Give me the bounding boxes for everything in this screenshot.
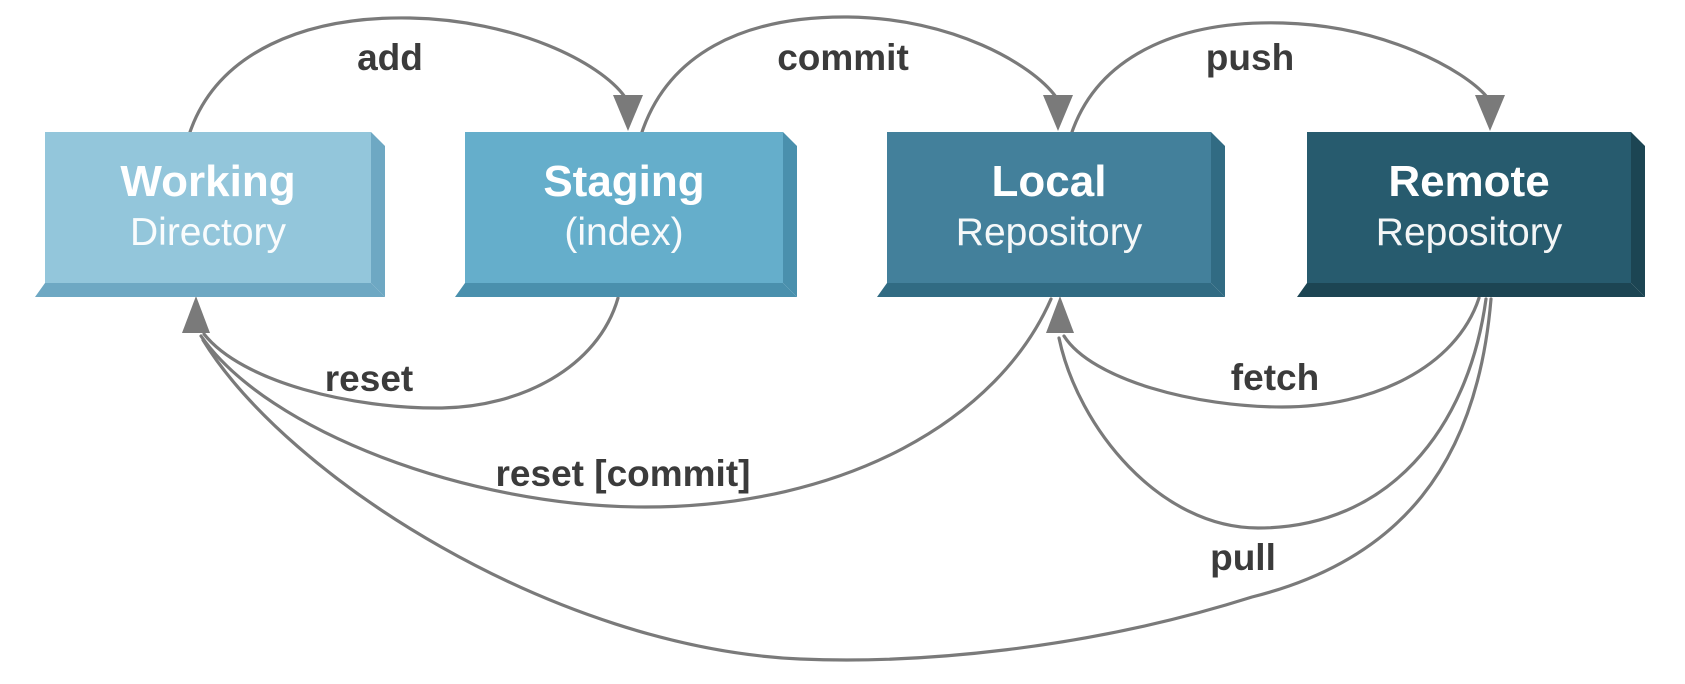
remote-repository-subtitle: Repository — [1376, 211, 1563, 254]
arrowhead-into-local-bottom — [1046, 296, 1074, 333]
staging-box-side — [783, 132, 797, 297]
remote-repository-box-side — [1631, 132, 1645, 297]
local-repository-box: Local Repository — [877, 132, 1225, 297]
local-repository-box-face — [887, 132, 1211, 283]
working-directory-box-bottom — [35, 283, 385, 297]
remote-repository-title: Remote — [1388, 157, 1549, 206]
working-directory-box-side — [371, 132, 385, 297]
push-arrow-curve — [1070, 21, 1489, 134]
working-directory-box: Working Directory — [35, 132, 385, 297]
remote-repository-box-bottom — [1297, 283, 1645, 297]
staging-box: Staging (index) — [455, 132, 797, 297]
staging-box-face — [465, 132, 783, 283]
working-directory-box-face — [45, 132, 371, 283]
arrowhead-into-staging — [613, 95, 643, 131]
staging-title: Staging — [543, 157, 704, 206]
reset-commit-label: reset [commit] — [496, 453, 751, 494]
commit-label: commit — [777, 37, 909, 78]
fetch-label: fetch — [1231, 357, 1319, 398]
reset-arrow-curve — [202, 296, 620, 410]
pull-label: pull — [1210, 537, 1276, 578]
working-directory-subtitle: Directory — [130, 211, 287, 254]
add-label: add — [357, 37, 423, 78]
add-arrow-curve — [188, 16, 627, 134]
commit-arrow-curve — [640, 15, 1058, 134]
push-label: push — [1206, 37, 1294, 78]
fetch-arrow-curve — [1062, 296, 1481, 409]
reset-commit-arrow-curve — [199, 297, 1053, 509]
staging-box-bottom — [455, 283, 797, 297]
pull-to-local-arrow-curve — [1057, 297, 1488, 530]
arrowhead-into-local-top — [1043, 95, 1073, 131]
local-repository-subtitle: Repository — [956, 211, 1143, 254]
arrowhead-into-remote — [1475, 95, 1505, 131]
arrowhead-into-working-bottom — [182, 296, 210, 333]
local-repository-box-bottom — [877, 283, 1225, 297]
local-repository-box-side — [1211, 132, 1225, 297]
remote-repository-box-face — [1307, 132, 1631, 283]
working-directory-title: Working — [120, 157, 295, 206]
staging-subtitle: (index) — [564, 211, 683, 254]
local-repository-title: Local — [992, 157, 1107, 206]
reset-label: reset — [325, 358, 413, 399]
pull-to-working-arrow-curve — [201, 297, 1493, 662]
remote-repository-box: Remote Repository — [1297, 132, 1645, 297]
